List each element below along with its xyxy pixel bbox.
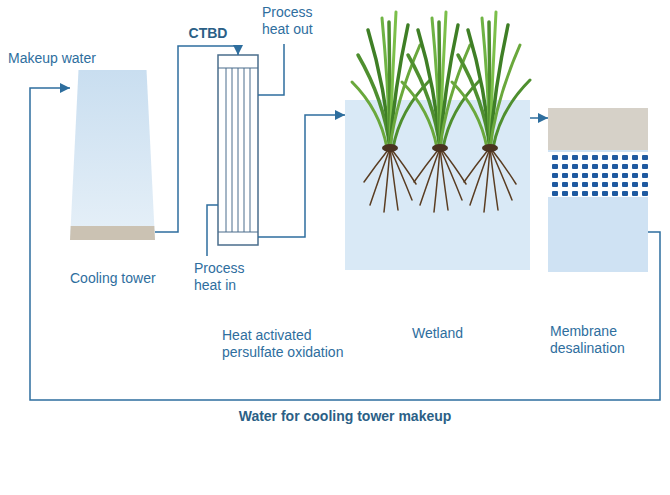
flow-arrow bbox=[258, 115, 345, 237]
tower-basin bbox=[70, 226, 155, 240]
tower-body bbox=[70, 70, 155, 240]
column-shell bbox=[218, 55, 258, 245]
inlet-label: Makeup water bbox=[8, 50, 118, 67]
wetland: Wetland bbox=[345, 100, 530, 270]
membrane-layer bbox=[548, 152, 648, 197]
flow-arrow bbox=[155, 46, 238, 232]
permeate-zone bbox=[548, 108, 648, 272]
flow-label: Water for cooling tower makeup bbox=[239, 408, 452, 425]
oxidation-column: Heat activated persulfate oxidation bbox=[218, 55, 258, 245]
column-tubes bbox=[226, 68, 250, 232]
heat-in-line bbox=[207, 205, 218, 256]
cooling-tower: Cooling tower bbox=[70, 70, 155, 240]
node-label: Wetland bbox=[345, 325, 530, 342]
node-label: Cooling tower bbox=[70, 270, 190, 287]
heat-out-line bbox=[258, 44, 284, 95]
reeds bbox=[352, 12, 530, 212]
heat-in-label: Process heat in bbox=[194, 260, 258, 294]
flow-arrow bbox=[530, 117, 548, 119]
persulfate-column bbox=[218, 55, 258, 245]
heat-out-label: Process heat out bbox=[262, 4, 334, 38]
node-label: Heat activated persulfate oxidation bbox=[222, 327, 372, 361]
node-label: Membrane desalination bbox=[550, 323, 655, 357]
feed-zone bbox=[548, 108, 648, 150]
membrane-tank bbox=[548, 108, 648, 272]
flow-label: CTBD bbox=[189, 25, 228, 42]
tower-outline bbox=[70, 70, 155, 240]
membrane-desalination: Membrane desalination bbox=[548, 108, 648, 272]
